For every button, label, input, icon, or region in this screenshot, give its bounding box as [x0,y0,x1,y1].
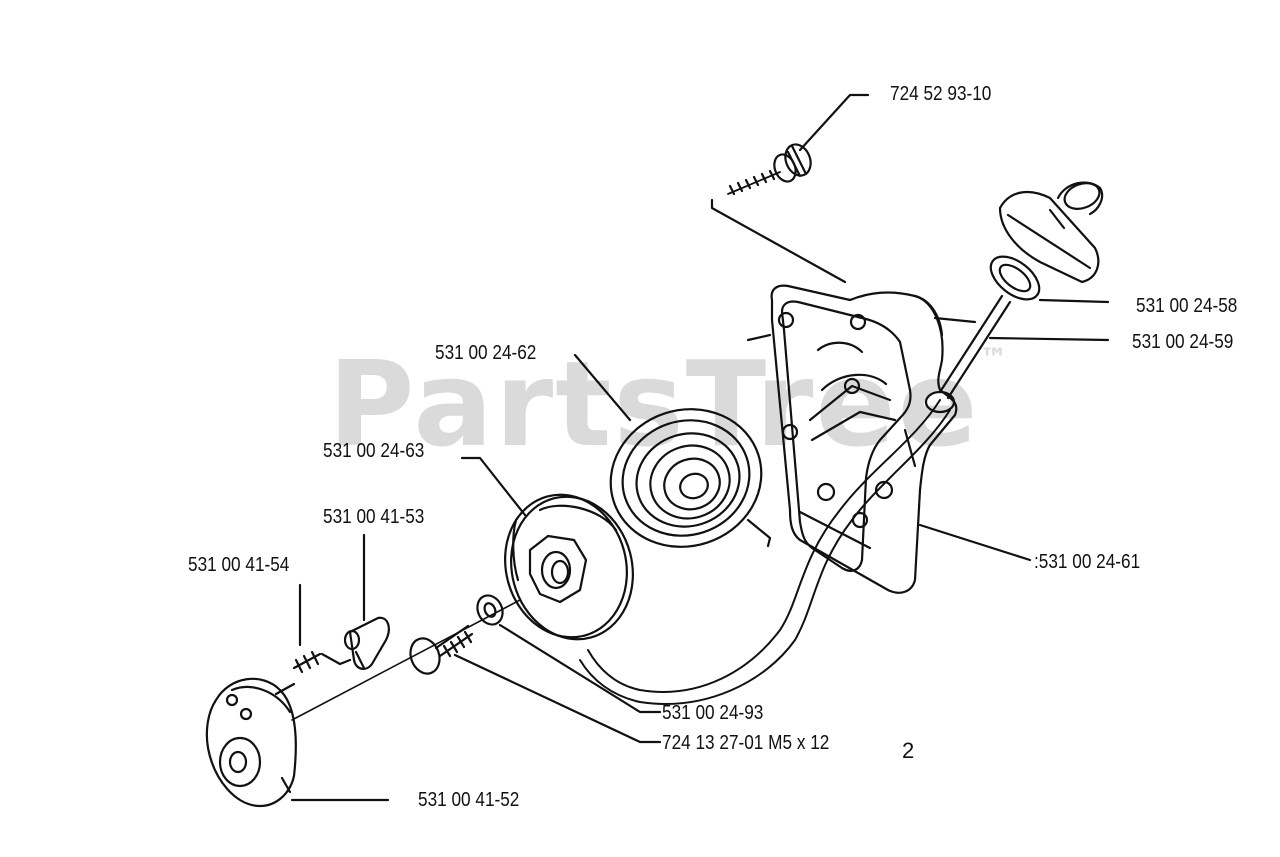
pulley-drawing [504,493,634,641]
label-recoil-spring[interactable]: 531 00 24-62 [435,342,537,364]
label-screw-top[interactable]: 724 52 93-10 [890,83,992,105]
label-rope-pulley[interactable]: 531 00 24-63 [323,440,425,462]
leader-lines [290,93,1110,802]
label-pawl-spring[interactable]: 531 00 41-54 [188,554,290,576]
leader-spring [573,353,632,422]
label-handle[interactable]: 531 00 24-58 [1136,295,1238,317]
watermark-trademark: ™ [979,342,1010,375]
screw-top-drawing [727,143,812,196]
leader-center-screw [453,653,662,744]
label-starter-cup[interactable]: 531 00 41-52 [418,789,520,811]
pawl-spring-drawing [292,650,352,674]
leader-rope-tick [933,316,977,324]
watermark-text: PartsTree [328,335,980,473]
center-screw-drawing [409,624,474,675]
leader-screw-top [798,93,870,152]
leader-pulley [460,456,527,517]
leader-rope [988,336,1110,342]
label-prefix-mark: : [1034,551,1039,573]
partstree-watermark: PartsTree™ [328,342,1010,464]
assembly-axis [291,599,521,721]
label-housing-number: 531 00 24-61 [1038,551,1141,573]
label-starter-rope[interactable]: 531 00 24-59 [1132,331,1234,353]
leader-housing-tick [746,333,772,342]
pawl-drawing [343,616,390,670]
starter-cup-drawing [205,677,297,808]
page-number: 2 [902,738,915,763]
housing-drawing [770,284,958,594]
label-starter-housing[interactable]: :531 00 24-61 [1034,552,1140,572]
leader-screw-top-2 [710,198,847,284]
label-center-screw[interactable]: 724 13 27-01 M5 x 12 [662,732,830,754]
label-pawl[interactable]: 531 00 41-53 [323,506,425,528]
leader-washer [498,623,662,714]
washer-drawing [476,594,504,626]
handle-drawing [989,181,1104,301]
spring-drawing [609,408,772,548]
label-washer[interactable]: 531 00 24-93 [662,702,764,724]
rope-drawing [579,294,1012,705]
leader-handle [1038,298,1110,304]
leader-housing [918,523,1032,562]
